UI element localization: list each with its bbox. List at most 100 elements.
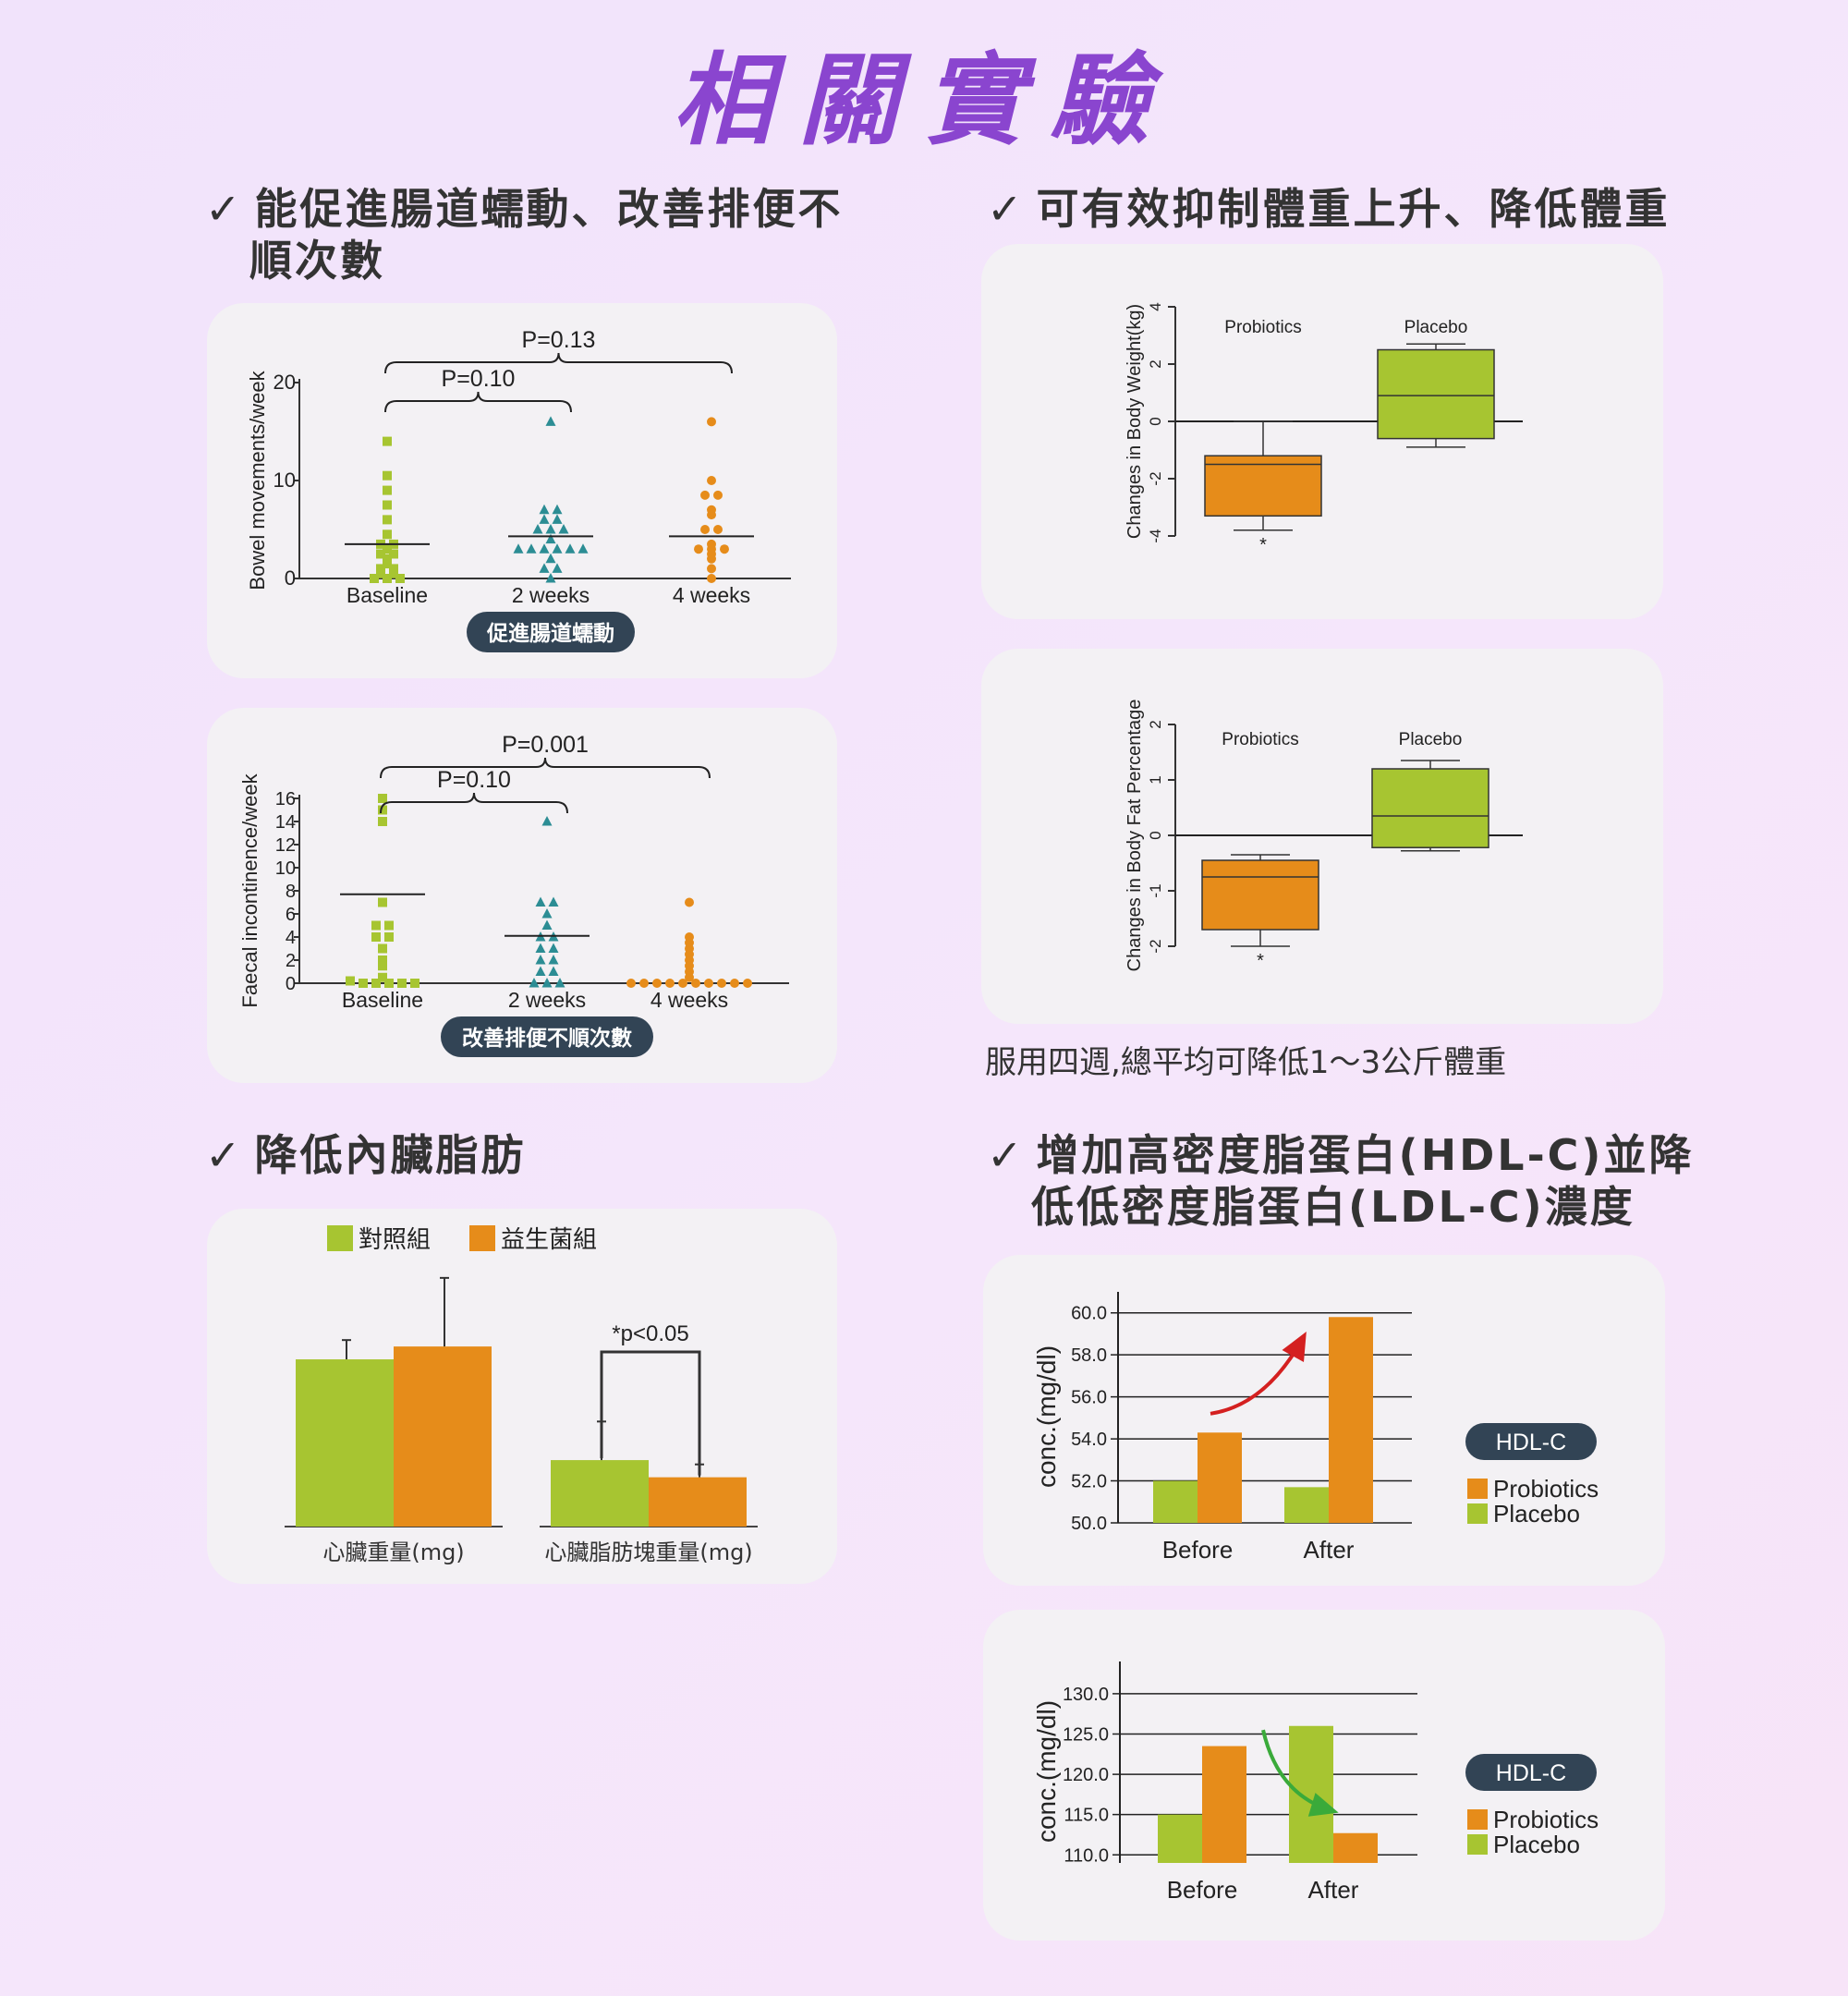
data-point-square [383,500,392,510]
y-tick-label: -4 [1147,529,1164,542]
box-label: Probiotics [1222,730,1298,749]
bar [296,1359,394,1527]
bar [1158,1814,1202,1863]
x-tick-label: Baseline [346,583,428,607]
legend-label: Placebo [1493,1500,1580,1527]
data-point-circle [713,490,723,500]
y-tick-label: 0 [286,974,296,994]
y-tick-label: 125.0 [1063,1724,1109,1745]
bar [551,1460,649,1527]
badge-label: HDL-C [1496,1430,1566,1455]
data-point-square [383,515,392,525]
x-tick-label: Baseline [342,988,423,1012]
data-point-triangle [552,543,563,554]
badge [467,612,635,652]
x-tick-label: Before [1167,1876,1238,1904]
y-tick-label: 130.0 [1063,1685,1109,1705]
y-tick-label: 110.0 [1064,1845,1109,1866]
data-point-square [410,979,419,988]
significance-star: * [1257,951,1264,971]
bar [1198,1432,1242,1523]
data-point-triangle [545,553,556,564]
data-point-circle [707,574,716,583]
legend-label: Placebo [1493,1831,1580,1858]
legend-label: 對照組 [359,1226,431,1254]
y-tick-label: 2 [286,951,296,971]
data-point-circle [700,490,710,500]
data-point-square [378,794,387,803]
data-point-square [383,574,392,583]
significance-bracket [600,1350,701,1476]
heading-weight: ✓可有效抑制體重上升、降低體重 [987,183,1671,235]
data-point-square [389,568,398,578]
x-tick-label: After [1308,1876,1359,1904]
y-tick-label: -1 [1147,883,1164,897]
check-icon: ✓ [205,1130,244,1180]
data-point-square [383,529,392,540]
y-tick-label: 54.0 [1071,1430,1107,1450]
bar [394,1346,492,1527]
y-tick-label: 0 [285,566,296,590]
data-point-triangle [532,524,543,534]
weight-note: 服用四週,總平均可降低1～3公斤體重 [985,1044,1507,1081]
data-point-triangle [535,896,546,907]
badge [1465,1423,1597,1460]
data-point-square [383,485,392,495]
y-tick-label: 58.0 [1071,1345,1107,1366]
y-tick-label: 8 [286,882,296,902]
data-point-circle [652,979,662,988]
data-point-square [384,932,394,942]
trend-arrow-head [1307,1793,1339,1817]
heading-visceral: ✓降低內臟脂肪 [205,1129,527,1181]
p-value-brace [380,757,711,779]
data-point-circle [685,897,694,907]
bar [1329,1317,1373,1523]
y-tick-label: 52.0 [1071,1472,1107,1492]
data-point-square [383,544,392,554]
significance-star: * [1259,535,1267,555]
badge-label: HDL-C [1496,1760,1566,1786]
data-point-triangle [526,543,537,554]
data-point-square [389,549,398,559]
data-point-square [371,932,381,942]
box [1377,348,1495,440]
data-point-square [378,943,387,954]
data-point-triangle [552,563,563,573]
data-point-triangle [541,816,553,826]
data-point-triangle [541,908,553,919]
p-value-label: P=0.10 [442,366,516,392]
y-tick-label: 0 [1147,831,1164,839]
legend-swatch [1467,1834,1488,1855]
data-point-square [383,436,392,446]
legend-swatch [469,1225,495,1251]
data-point-triangle [539,563,550,573]
box-label: Placebo [1404,318,1468,337]
data-point-circle [707,417,716,427]
data-point-circle [626,979,636,988]
x-tick-label: 心臟重量(mg) [322,1540,464,1565]
heading-weight-text: 可有效抑制體重上升、降低體重 [1036,184,1671,234]
heading-visceral-text: 降低內臟脂肪 [254,1130,527,1180]
p-value-brace [384,391,572,413]
y-tick-label: 10 [274,469,296,492]
significance-label: *p<0.05 [612,1321,688,1346]
data-point-circle [665,979,675,988]
data-point-circle [720,544,729,554]
data-point-circle [707,510,716,520]
data-point-triangle [578,543,589,554]
data-point-triangle [552,514,563,524]
y-tick-label: 56.0 [1071,1388,1107,1408]
p-value-label: P=0.001 [502,732,589,758]
data-point-square [378,955,387,965]
heading-bowel: ✓能促進腸道蠕動、改善排便不 順次數 [205,183,844,286]
data-point-triangle [539,504,550,515]
y-tick-label: 6 [286,905,296,925]
chart-visceral: 對照組益生菌組心臟重量(mg)心臟脂肪塊重量(mg)*p<0.05 [285,1225,758,1565]
y-axis-label: conc.(mg/dl) [1032,1700,1061,1843]
data-point-triangle [539,514,550,524]
bar [1289,1725,1333,1863]
